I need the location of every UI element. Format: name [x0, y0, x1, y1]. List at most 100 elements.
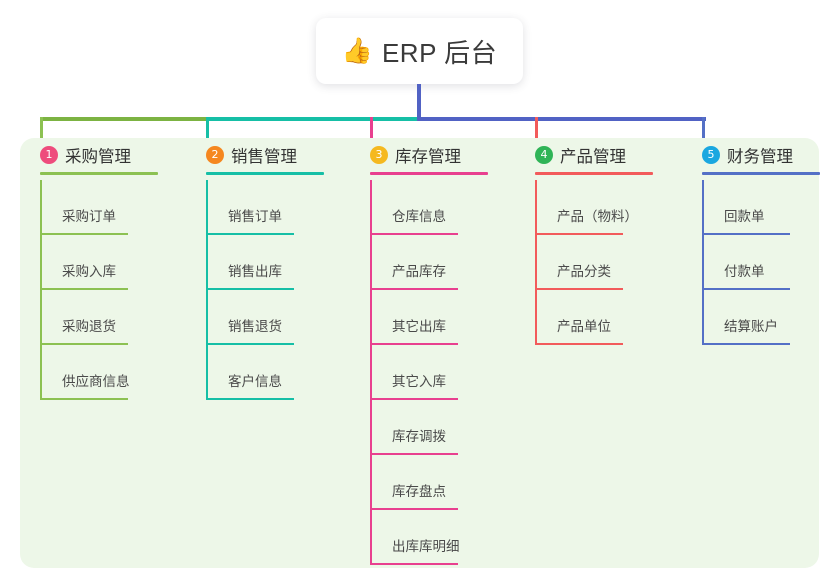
list-item-label: 仓库信息 — [392, 209, 446, 224]
column-underline-3 — [370, 172, 488, 175]
list-item-underline — [40, 233, 128, 235]
list-item[interactable]: 产品（物料） — [535, 180, 638, 235]
list-item-label: 供应商信息 — [62, 374, 130, 389]
list-item-label: 产品单位 — [557, 319, 611, 334]
list-item[interactable]: 销售订单 — [206, 180, 297, 235]
list-item-label: 采购订单 — [62, 209, 116, 224]
column-badge-4: 4 — [535, 146, 553, 164]
list-item[interactable]: 供应商信息 — [40, 345, 131, 400]
list-item[interactable]: 库存盘点 — [370, 455, 461, 510]
root-title: ERP 后台 — [381, 37, 498, 68]
column-badge-5: 5 — [702, 146, 720, 164]
column-items-2: 销售订单销售出库销售退货客户信息 — [206, 180, 297, 400]
list-item-underline — [370, 508, 458, 510]
column-header-1[interactable]: 1 采购管理 — [30, 138, 131, 172]
list-item-label: 库存调拨 — [392, 429, 446, 444]
list-item[interactable]: 销售出库 — [206, 235, 297, 290]
column-items-5: 回款单付款单结算账户 — [702, 180, 793, 345]
list-item-underline — [206, 233, 294, 235]
list-item[interactable]: 产品单位 — [535, 290, 626, 345]
column-badge-2: 2 — [206, 146, 224, 164]
list-item[interactable]: 采购入库 — [40, 235, 131, 290]
list-item-label: 产品分类 — [557, 264, 611, 279]
list-item-label: 付款单 — [724, 264, 765, 279]
list-item[interactable]: 客户信息 — [206, 345, 297, 400]
list-item-underline — [370, 343, 458, 345]
list-item-underline — [535, 288, 623, 290]
list-item[interactable]: 销售退货 — [206, 290, 297, 345]
list-item-underline — [370, 398, 458, 400]
column-items-4: 产品（物料） 产品分类产品单位 — [535, 180, 638, 345]
bus-segment-left — [40, 117, 206, 121]
column-spine-1 — [40, 180, 42, 400]
list-item-underline — [40, 398, 128, 400]
list-item-label: 结算账户 — [724, 319, 778, 334]
list-item[interactable]: 产品分类 — [535, 235, 626, 290]
column-items-3: 仓库信息产品库存其它出库其它入库库存调拨库存盘点出库库明细 — [370, 180, 461, 565]
list-item-underline — [206, 398, 294, 400]
list-item-label: 采购退货 — [62, 319, 116, 334]
list-item[interactable]: 付款单 — [702, 235, 793, 290]
root-node[interactable]: 👍 ERP 后台 — [316, 18, 523, 84]
list-item-label: 产品（物料） — [557, 209, 638, 224]
list-item-label: 客户信息 — [228, 374, 282, 389]
column-spine-2 — [206, 180, 208, 400]
column-drop-line-1 — [40, 117, 43, 140]
column-drop-line-2 — [206, 117, 209, 140]
column-badge-1: 1 — [40, 146, 58, 164]
list-item-label: 销售订单 — [228, 209, 282, 224]
column-underline-4 — [535, 172, 653, 175]
column-title-4: 产品管理 — [560, 148, 626, 166]
column-title-3: 库存管理 — [395, 148, 461, 166]
column-2: 2 销售管理销售订单销售出库销售退货客户信息 — [196, 138, 324, 400]
list-item-underline — [535, 343, 623, 345]
list-item-underline — [206, 288, 294, 290]
list-item[interactable]: 仓库信息 — [370, 180, 461, 235]
list-item[interactable]: 其它出库 — [370, 290, 461, 345]
list-item-underline — [370, 453, 458, 455]
bus-segment-mid — [206, 117, 419, 121]
column-header-2[interactable]: 2 销售管理 — [196, 138, 297, 172]
column-4: 4 产品管理产品（物料） 产品分类产品单位 — [525, 138, 653, 345]
list-item[interactable]: 产品库存 — [370, 235, 461, 290]
list-item-underline — [206, 343, 294, 345]
list-item-label: 销售出库 — [228, 264, 282, 279]
list-item[interactable]: 结算账户 — [702, 290, 793, 345]
column-drop-line-4 — [535, 117, 538, 140]
column-spine-5 — [702, 180, 704, 345]
column-spine-4 — [535, 180, 537, 345]
column-drop-line-3 — [370, 117, 373, 140]
list-item-underline — [40, 288, 128, 290]
list-item-label: 采购入库 — [62, 264, 116, 279]
list-item-label: 其它入库 — [392, 374, 446, 389]
list-item[interactable]: 采购订单 — [40, 180, 131, 235]
list-item-underline — [702, 233, 790, 235]
column-underline-5 — [702, 172, 820, 175]
list-item-underline — [702, 288, 790, 290]
list-item-underline — [535, 233, 623, 235]
list-item-underline — [370, 288, 458, 290]
list-item[interactable]: 出库库明细 — [370, 510, 461, 565]
root-trunk-line — [417, 84, 421, 121]
list-item[interactable]: 采购退货 — [40, 290, 131, 345]
list-item[interactable]: 其它入库 — [370, 345, 461, 400]
thumbs-up-icon: 👍 — [341, 36, 373, 65]
list-item-label: 产品库存 — [392, 264, 446, 279]
list-item-underline — [40, 343, 128, 345]
list-item[interactable]: 回款单 — [702, 180, 793, 235]
column-spine-3 — [370, 180, 372, 565]
list-item-underline — [370, 233, 458, 235]
column-header-4[interactable]: 4 产品管理 — [525, 138, 626, 172]
list-item-label: 库存盘点 — [392, 484, 446, 499]
list-item[interactable]: 库存调拨 — [370, 400, 461, 455]
column-items-1: 采购订单采购入库采购退货供应商信息 — [40, 180, 131, 400]
diagram-panel — [20, 138, 819, 568]
column-underline-1 — [40, 172, 158, 175]
list-item-label: 出库库明细 — [392, 539, 460, 554]
column-title-1: 采购管理 — [65, 148, 131, 166]
bus-segment-right — [417, 117, 706, 121]
column-title-2: 销售管理 — [231, 148, 297, 166]
